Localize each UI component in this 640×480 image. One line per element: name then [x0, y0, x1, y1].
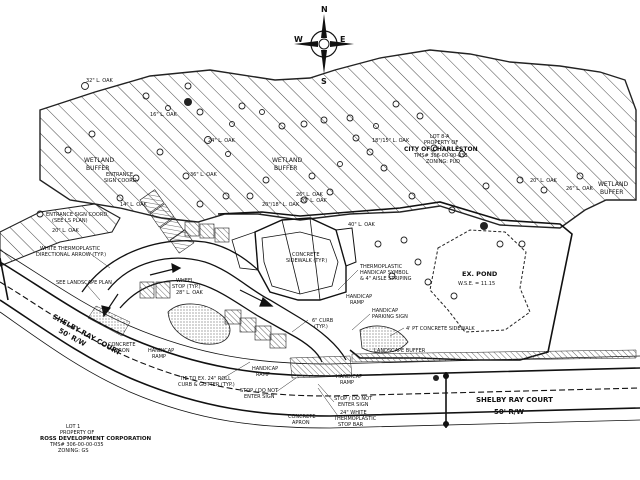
wetland-buffer-left-strip	[0, 203, 121, 267]
tree-label: 20"/18" L. OAK	[262, 202, 300, 208]
landscape-buffer-note: LANDSCAPE BUFFER	[374, 348, 426, 354]
landscape-buffer-strip	[351, 349, 637, 363]
stop-left-note: STOP / DO NOT ENTER SIGN	[240, 388, 280, 400]
road-row-right: 50' R/W	[494, 408, 524, 416]
stop-right-note: STOP / DO NOT ENTER SIGN	[334, 396, 374, 408]
tree-label: 40" L. OAK	[348, 222, 375, 228]
tie-curb-note: TIE TO EX. 24" ROLL CURB & GUTTER (TYP.)	[178, 376, 235, 388]
white-stop-bar-note: 24" WHITE THERMOPLASTIC STOP BAR	[333, 410, 378, 428]
landscape-plan-note: SEE LANDSCAPE PLAN	[56, 280, 112, 286]
compass-e: E	[340, 35, 345, 44]
white-thermo-arrow-note: WHITE THERMOPLASTIC DIRECTIONAL ARROW (T…	[36, 246, 106, 258]
north-arrow: N S E W	[294, 5, 354, 86]
property-pin	[443, 421, 449, 427]
tree-symbols	[36, 82, 584, 381]
left-apron-hatch	[87, 305, 131, 337]
property-pin	[443, 373, 449, 379]
thermo-handicap-note: THERMOPLASTIC HANDICAP SYMBOL & 4" AISLE…	[359, 264, 412, 282]
curb-note: 6" CURB (TYP.)	[312, 318, 335, 330]
handicap-ramp-bottom: HANDICAP RAMP	[252, 366, 280, 378]
building-footprint	[231, 217, 357, 301]
concrete-apron-bottom-note: CONCRETE APRON	[288, 414, 317, 426]
tree-label: 32" L. OAK	[86, 78, 113, 84]
concrete-apron-left-note: CONCRETE APRON	[108, 342, 137, 354]
leader-lines	[85, 251, 405, 417]
lot-lines	[0, 257, 447, 428]
compass-n: N	[321, 5, 328, 14]
tree-label: 26" L. OAK	[566, 186, 593, 192]
entrance-apron-hatch	[289, 355, 353, 379]
road	[0, 249, 640, 429]
road-name-right: SHELBY RAY COURT	[476, 396, 553, 404]
tree-label: 20" L. OAK	[300, 198, 327, 204]
handicap-ramp-right: HANDICAP RAMP	[336, 374, 364, 386]
tree-label: 18"/15" L. OAK	[372, 138, 410, 144]
wheel-stop-note: WHEEL STOP (TYP.)	[172, 278, 201, 290]
compass-s: S	[321, 77, 327, 86]
concrete-sidewalk-note: 4' PT CONCRETE SIDEWALK	[406, 326, 475, 332]
tree-label: 20" L. OAK	[52, 228, 79, 234]
entrance-sign-left-note: ENTRANCE SIGN COORD. (SEE LS PLAN)	[46, 212, 110, 224]
tree-label: 16" L. OAK	[150, 112, 177, 118]
tree-label: 20" L. OAK	[530, 178, 557, 184]
landscape-island	[167, 303, 231, 345]
handicap-ramp-top: HANDICAP RAMP	[346, 294, 374, 306]
wetland-buffer-center-label: WETLAND BUFFER	[272, 157, 304, 172]
parking-stalls	[139, 189, 287, 349]
wetland-buffer-left-label: WETLAND BUFFER	[84, 157, 116, 172]
compass-w: W	[294, 35, 303, 44]
sidewalk-label: CONCRETE SIDEWALK (TYP.)	[286, 252, 327, 264]
pond-label: EX. POND W.S.E. = 11.15	[458, 270, 499, 287]
wetland-buffer-right-label: WETLAND BUFFER	[598, 181, 630, 196]
tree-label: 24" L. OAK	[208, 138, 235, 144]
tree-label: 14" L. OAK	[120, 202, 147, 208]
tree-label: 36" L. OAK	[190, 172, 217, 178]
tree-label: 28" L. OAK	[176, 290, 203, 296]
city-lot-label: LOT 8-A PROPERTY OF CITY OF CHARLESTON T…	[404, 134, 479, 165]
pond	[429, 229, 531, 333]
entrance-sign-top-note: ENTRANCE SIGN COORD.	[104, 172, 139, 184]
tree-label: 26" L. OAK	[296, 192, 323, 198]
lot1-label: LOT 1 PROPERTY OF ROSS DEVELOPMENT CORPO…	[40, 424, 153, 454]
handicap-ramp-left: HANDICAP RAMP	[148, 348, 176, 360]
handicap-sign-note: HANDICAP PARKING SIGN	[372, 308, 408, 320]
